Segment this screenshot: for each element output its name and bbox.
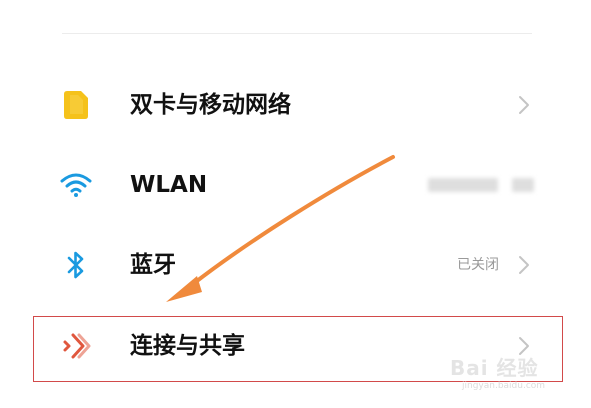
watermark-logo: Bai 经验 (450, 356, 539, 380)
settings-item-label: 双卡与移动网络 (130, 92, 291, 118)
top-divider (62, 33, 532, 34)
sim-card-icon (60, 90, 92, 120)
settings-item-label: WLAN (130, 172, 208, 198)
bluetooth-status: 已关闭 (457, 257, 499, 273)
settings-item-bluetooth[interactable]: 蓝牙 已关闭 (0, 235, 591, 295)
highlight-box (33, 316, 563, 382)
watermark-url: jingyan.baidu.com (462, 381, 546, 391)
settings-item-wlan[interactable]: WLAN (0, 155, 591, 215)
network-name-blurred (428, 178, 498, 192)
connection-sharing-icon (60, 331, 92, 361)
bluetooth-icon (60, 250, 92, 280)
chevron-right-icon (519, 256, 529, 274)
settings-item-connection-sharing[interactable]: 连接与共享 (0, 316, 591, 376)
settings-item-label: 蓝牙 (130, 252, 176, 278)
wifi-icon (60, 170, 92, 200)
chevron-right-icon (519, 96, 529, 114)
settings-item-label: 连接与共享 (130, 333, 245, 359)
chevron-right-icon (519, 337, 529, 355)
settings-item-dual-sim[interactable]: 双卡与移动网络 (0, 75, 591, 135)
network-name-blurred (512, 178, 534, 192)
